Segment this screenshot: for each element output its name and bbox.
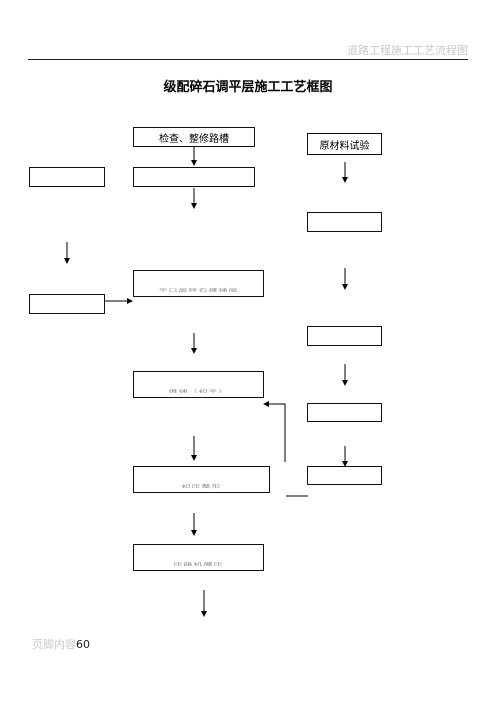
page-title: 级配碎石调平层施工工艺框图: [163, 80, 333, 95]
right-box-4: [307, 403, 382, 422]
header-rule: [28, 59, 468, 60]
left-box-1: [29, 167, 105, 187]
center-box-4-label: 摊铺（初平）: [168, 389, 229, 394]
center-box-4: 摊铺（初平）: [133, 371, 264, 398]
center-box-2: [133, 167, 255, 187]
right-box-2: [307, 212, 382, 232]
running-header: 道路工程施工工艺流程图: [347, 44, 468, 57]
footer-label: 页脚内容: [32, 638, 76, 651]
center-box-3-label: 平口层碎石摊铺层: [158, 288, 239, 293]
center-box-5: 初压整形: [133, 466, 270, 493]
page-footer: 页脚内容60: [32, 636, 90, 652]
material-test-box: 原材料试验: [307, 133, 382, 155]
arrow-feedback-to-box4: [263, 401, 286, 462]
material-test-label: 原材料试验: [319, 140, 370, 152]
page-number: 60: [76, 638, 90, 651]
center-box-6: 压路机碾压: [133, 544, 264, 571]
right-box-3: [307, 326, 382, 346]
center-box-6-label: 压路机碾压: [173, 562, 224, 567]
left-box-2: [29, 294, 105, 314]
center-box-5-label: 初压整形: [181, 484, 222, 489]
inspect-roadbed-label: 检查、整修路槽: [159, 133, 229, 145]
right-box-5: [307, 466, 382, 485]
center-box-3: 平口层碎石摊铺层: [133, 270, 264, 297]
inspect-roadbed-box: 检查、整修路槽: [133, 127, 255, 147]
